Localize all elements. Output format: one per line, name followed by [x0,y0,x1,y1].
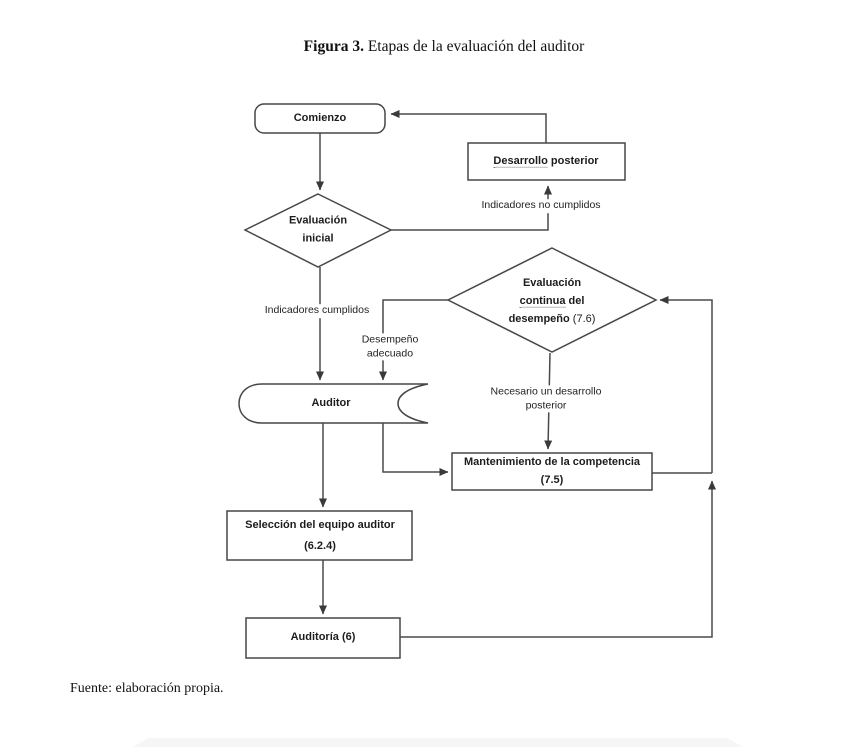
figure-title: Figura 3. Etapas de la evaluación del au… [304,38,585,56]
seleccion-node-shape [226,510,413,561]
evaluacion-inicial-decision-shape [243,193,393,268]
evaluacion-continua-decision-shape [446,247,658,353]
desarrollo-word: Desarrollo [493,154,548,168]
continua-line2-rest: del [565,294,585,307]
auditoria-label: Auditoría (6) [290,630,356,643]
posterior-word: posterior [547,154,599,167]
desarrollo-posterior-node-shape [467,142,626,181]
edge-label-indicadores-cumplidos: Indicadores cumplidos [261,304,373,318]
clause-ref-7-6: (7.6) [569,313,596,326]
arrow-auditoria-feedback-up [400,480,716,638]
figure-caption: Etapas de la evaluación del auditor [363,38,585,55]
edge-label-indicadores-no-cumplidos: Indicadores no cumplidos [478,199,604,213]
arrow-auditor-to-mantenimiento [382,423,449,476]
mantenimiento-line1: Mantenimiento de la competencia [463,455,641,468]
continua-word: continua [519,294,566,308]
auditor-label: Auditor [311,396,351,409]
continua-line1: Evaluación [522,276,582,289]
source-note: Fuente: elaboración propia. [70,681,224,696]
evaluacion-continua-label: Evaluación continua del desempeño (7.6) [509,274,596,328]
figure-number: Figura 3. [303,38,364,55]
comienzo-node-shape [254,103,386,134]
arrow-desarrollo-to-comienzo [390,110,547,143]
edge-label-necesario-desarrollo: Necesario un desarrollo posterior [487,385,605,413]
page-edge-bar [133,738,743,747]
mantenimiento-label: Mantenimiento de la competencia (7.5) [464,453,640,489]
evaluacion-inicial-label: Evaluación inicial [288,214,348,244]
clause-ref-7-5: (7.5) [540,474,564,486]
edge-label-desempeno-adecuado: Desempeño adecuado [358,333,422,361]
desarrollo-posterior-label: Desarrollo posterior [493,153,599,170]
seleccion-line1: Selección del equipo auditor [245,519,395,532]
desempeno-word: desempeño [508,313,570,326]
clause-ref-6-2-4: (6.2.4) [304,540,336,552]
auditor-stored-data-shape [238,383,429,424]
node-group [226,103,658,659]
auditoria-node-shape [245,617,401,659]
comienzo-label: Comienzo [293,111,347,124]
arrow-feedback-to-continua [659,296,713,473]
seleccion-label: Selección del equipo auditor (6.2.4) [245,515,395,557]
mantenimiento-node-shape [451,452,653,491]
